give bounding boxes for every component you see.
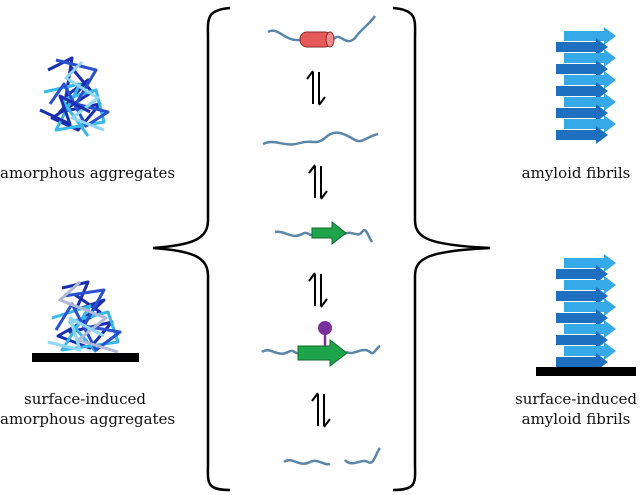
surface-amorphous-label-line2: amorphous aggregates xyxy=(0,410,176,428)
amorphous-aggregate xyxy=(39,56,110,137)
surface-fibrils-label-line1: surface-induced xyxy=(515,390,637,408)
surface-fibrils-label-line2: amyloid fibrils xyxy=(521,410,631,428)
amorphous-aggregates-label: amorphous aggregates xyxy=(0,164,176,182)
left-brace-icon xyxy=(152,6,231,492)
amyloid-fibrils-label: amyloid fibrils xyxy=(521,164,631,182)
beta-strand-peptide xyxy=(274,220,374,246)
equilibrium-arrow-icon xyxy=(308,272,328,308)
surface-amorphous-aggregate xyxy=(32,280,139,362)
surface-amyloid-fibril xyxy=(536,254,636,376)
helical-peptide xyxy=(267,15,377,48)
equilibrium-arrow-icon xyxy=(311,392,331,428)
amyloid-fibril xyxy=(556,27,616,144)
beta-strand-ligand-peptide xyxy=(261,321,381,368)
surface-amorphous-label-line1: surface-induced xyxy=(24,390,146,408)
equilibrium-arrow-icon xyxy=(308,164,328,200)
random-coil-peptide xyxy=(262,131,379,146)
right-brace-icon xyxy=(392,6,491,492)
equilibrium-arrow-icon xyxy=(306,70,326,106)
fragmented-peptides xyxy=(283,447,381,466)
